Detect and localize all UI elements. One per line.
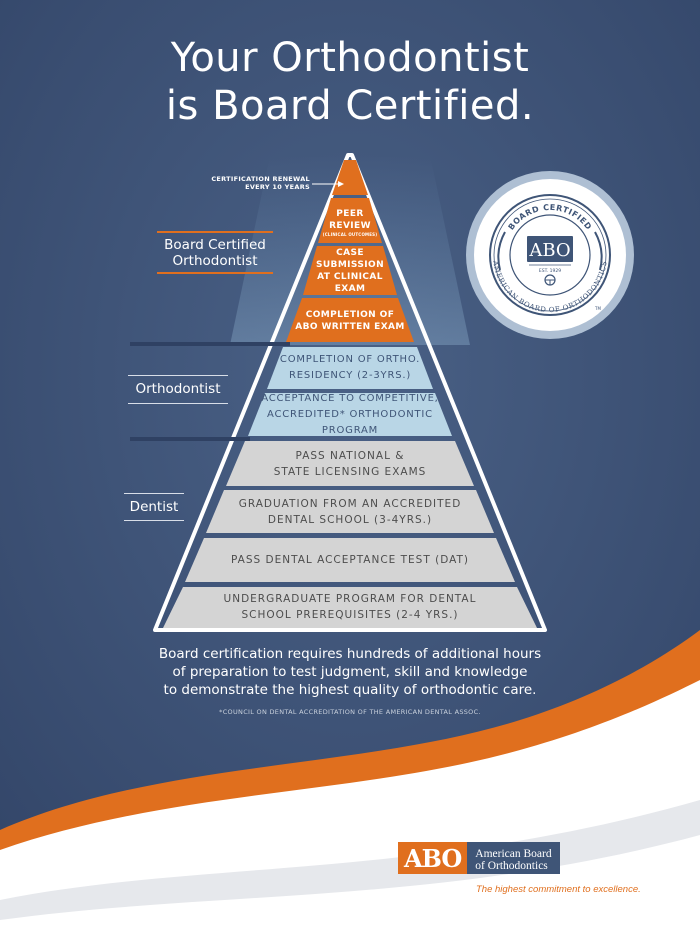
tier-residency	[267, 347, 433, 389]
tier-text-line: PEER	[336, 209, 364, 219]
tier-text-line: AT CLINICAL EXAM	[317, 272, 383, 294]
tier-peer-review	[318, 198, 382, 243]
body-line: of preparation to test judgment, skill a…	[172, 664, 528, 680]
tier-text-line: CASE SUBMISSION	[315, 248, 385, 270]
body-line: Board certification requires hundreds of…	[158, 646, 542, 662]
tier-text-line: ABO WRITTEN EXAM	[295, 322, 405, 332]
level-label-line: Board Certified	[164, 237, 266, 253]
tier-text-line: ACCREDITED* ORTHODONTIC PROGRAM	[267, 409, 433, 436]
title-line-1: Your Orthodontist	[170, 35, 530, 81]
level-divider-top	[124, 493, 184, 494]
tier-text-line: SCHOOL PREREQUISITES (2-4 YRS.)	[241, 609, 459, 621]
tier-dat-text: PASS DENTAL ACCEPTANCE TEST (DAT)	[190, 540, 510, 580]
footnote: *COUNCIL ON DENTAL ACCREDITATION OF THE …	[219, 708, 481, 716]
renewal-line-1: CERTIFICATION RENEWAL	[211, 175, 310, 183]
level-board-certified: Board Certified Orthodontist	[150, 237, 280, 269]
abo-seal: BOARD CERTIFIED AMERICAN BOARD OF ORTHOD…	[466, 171, 634, 339]
tier-text-line: PASS NATIONAL &	[295, 450, 405, 462]
tier-undergraduate	[163, 587, 537, 628]
level-divider-bottom	[128, 403, 228, 404]
tier-subtext: (CLINICAL OUTCOMES)	[322, 232, 378, 237]
page-title: Your Orthodontist is Board Certified.	[0, 34, 700, 130]
level-dentist: Dentist	[129, 499, 179, 515]
logo-name-line: of Orthodontics	[475, 859, 548, 872]
tier-text-line: DENTAL SCHOOL (3-4YRS.)	[267, 514, 433, 526]
tier-undergraduate-text: UNDERGRADUATE PROGRAM FOR DENTAL SCHOOL …	[170, 588, 530, 626]
tier-case-submission-text: CASE SUBMISSION AT CLINICAL EXAM	[303, 248, 397, 294]
tier-text-line: REVIEW	[329, 221, 371, 231]
title-line-2: is Board Certified.	[165, 83, 535, 129]
seal-tm: TM	[594, 306, 601, 311]
tier-residency-text: COMPLETION OF ORTHO. RESIDENCY (2-3YRS.)	[270, 349, 430, 387]
seal-mark: ABO	[528, 240, 570, 261]
logo-name: American Board of Orthodontics	[467, 842, 560, 874]
seal-est: EST. 1929	[539, 268, 561, 274]
logo-mark: ABO	[398, 842, 468, 874]
tier-text-line: ACCEPTANCE TO COMPETITIVE,	[261, 393, 439, 404]
renewal-line-2: EVERY 10 YEARS	[245, 183, 310, 191]
tier-text-line: COMPLETION OF ORTHO.	[279, 354, 421, 365]
tier-graduation	[206, 490, 494, 533]
tier-acceptance	[248, 393, 452, 436]
tier-apex	[332, 160, 368, 195]
tier-acceptance-text: ACCEPTANCE TO COMPETITIVE, ACCREDITED* O…	[252, 393, 448, 436]
logo-name-line: American Board	[475, 847, 552, 860]
abo-logo: ABO American Board of Orthodontics	[398, 842, 560, 874]
tier-graduation-text: GRADUATION FROM AN ACCREDITED DENTAL SCH…	[210, 492, 490, 532]
tier-licensing	[226, 441, 474, 486]
level-divider-top	[157, 231, 273, 233]
level-orthodontist: Orthodontist	[135, 381, 221, 397]
tier-licensing-text: PASS NATIONAL & STATE LICENSING EXAMS	[230, 444, 470, 484]
tier-case-submission	[303, 246, 397, 295]
tier-text-line: RESIDENCY (2-3YRS.)	[288, 370, 412, 381]
tier-text-line: GRADUATION FROM AN ACCREDITED	[238, 498, 462, 510]
level-divider-bottom	[124, 520, 184, 521]
body-paragraph: Board certification requires hundreds of…	[0, 645, 700, 699]
tier-dat	[185, 538, 515, 582]
level-divider-top	[128, 375, 228, 376]
tagline: The highest commitment to excellence.	[476, 884, 641, 895]
tier-abo-written-exam	[286, 298, 414, 342]
tier-text-line: UNDERGRADUATE PROGRAM FOR DENTAL	[223, 593, 477, 605]
tier-peer-review-text: PEER REVIEW (CLINICAL OUTCOMES)	[318, 205, 382, 241]
level-divider-bottom	[157, 272, 273, 274]
tier-abo-written-exam-text: COMPLETION OF ABO WRITTEN EXAM	[290, 303, 410, 339]
tier-text-line: STATE LICENSING EXAMS	[273, 466, 427, 478]
level-label-line: Orthodontist	[172, 253, 258, 269]
tier-text-line: PASS DENTAL ACCEPTANCE TEST (DAT)	[231, 554, 469, 566]
renewal-note: CERTIFICATION RENEWAL EVERY 10 YEARS	[200, 175, 310, 191]
tier-text-line: COMPLETION OF	[305, 310, 395, 320]
body-line: to demonstrate the highest quality of or…	[163, 682, 537, 698]
